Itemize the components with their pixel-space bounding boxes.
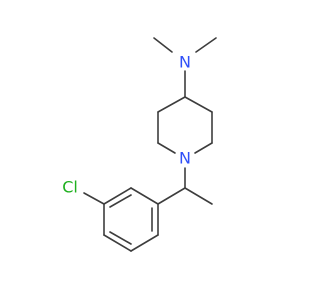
bond-c2-n1: [194, 142, 213, 154]
bond-ar5-ar6: [130, 234, 159, 252]
bond-ar1-ar2: [130, 187, 159, 205]
bond-ar2-ar3-inner: [109, 194, 132, 208]
bond-c4-c3: [184, 96, 213, 113]
bond-ch-methyl: [184, 187, 213, 205]
bond-c5-c4: [157, 96, 186, 113]
bond-methyl2-n: [195, 37, 217, 53]
bond-ar3-cl: [83, 192, 105, 205]
atom-label-piperidine-n: N: [179, 149, 191, 168]
atom-label-dimethylamino-n: N: [179, 53, 191, 72]
bond-n1-c6: [157, 142, 176, 154]
bond-ar4-ar5: [103, 234, 132, 252]
atom-label-chlorine: Cl: [62, 178, 78, 197]
molecule-structure: N N Cl: [62, 37, 217, 252]
bond-ch-aryl: [157, 187, 186, 205]
structure-canvas: N N Cl: [62, 37, 217, 252]
bond-ar2-ar3: [103, 187, 132, 205]
bond-methyl1-n: [153, 37, 173, 53]
bond-ar4-ar5-inner: [109, 231, 132, 245]
